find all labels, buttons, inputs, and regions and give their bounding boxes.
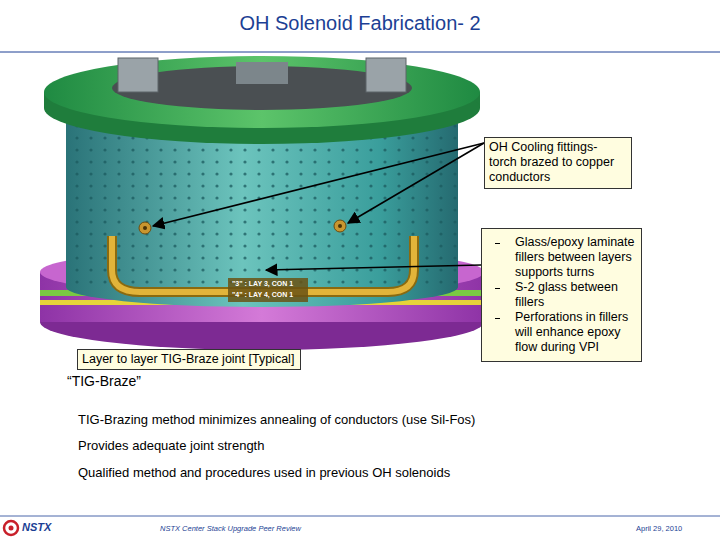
top-plate [44, 56, 480, 144]
bullet-dash [495, 318, 500, 319]
footer-text: NSTX Center Stack Upgrade Peer Review [160, 524, 301, 533]
nstx-logo [9, 526, 14, 531]
callout-box: OH Cooling fittings- torch brazed to cop… [484, 137, 632, 189]
part-label: "4" : LAY 4, CON 1 [232, 291, 293, 298]
bullet-dash [495, 243, 500, 244]
part-label: "3" : LAY 3, CON 1 [232, 280, 293, 287]
label-patch [228, 278, 308, 302]
callout-text: Perforations in fillers will enhance epo… [515, 310, 637, 355]
callout-text: OH Cooling fittings- torch brazed to cop… [489, 140, 627, 185]
section-heading: “TIG-Braze” [67, 373, 141, 389]
leader-arrow [266, 265, 481, 270]
callout-text: S-2 glass between fillers [515, 280, 637, 310]
leader-arrow [348, 143, 484, 223]
callout-text: Layer to layer TIG-Braze joint [Typical] [82, 352, 294, 367]
conductor-lead [112, 236, 414, 292]
slide-title: OH Solenoid Fabrication- 2 [0, 12, 720, 35]
nstx-logo [4, 521, 18, 535]
callout-box: Glass/epoxy laminate fillers between lay… [481, 228, 642, 362]
footer-rule [0, 516, 720, 517]
body-text: Provides adequate joint strength [78, 438, 264, 453]
body-text: Qualified method and procedures used in … [78, 465, 450, 480]
footer-date: April 29, 2010 [636, 524, 682, 533]
callout-text: Glass/epoxy laminate fillers between lay… [515, 235, 637, 280]
bullet-dash [495, 288, 500, 289]
leader-arrow [153, 143, 484, 226]
conductor-lead [112, 236, 414, 292]
callout-box: Layer to layer TIG-Braze joint [Typical] [77, 349, 301, 370]
logo-text: NSTX [22, 521, 51, 533]
title-rule [0, 52, 720, 53]
body-text: TIG-Brazing method minimizes annealing o… [78, 412, 475, 427]
